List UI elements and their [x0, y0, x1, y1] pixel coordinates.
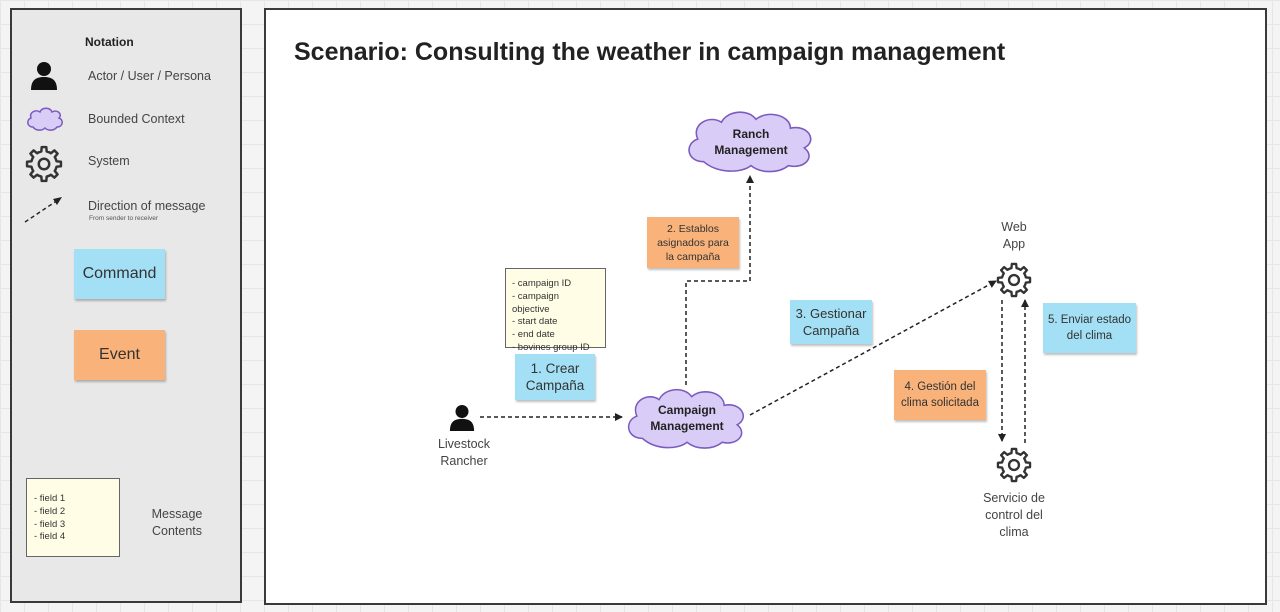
sticky-line: clima solicitada: [901, 397, 979, 409]
sticky-line: la campaña: [665, 250, 721, 263]
legend-message-field: - field 4: [34, 531, 66, 543]
person-icon: [31, 62, 57, 90]
legend-actor-label: Actor / User / Persona: [88, 69, 211, 83]
legend-message-contents-line: Contents: [151, 524, 203, 538]
sticky-line: Campaña: [802, 323, 860, 338]
actor-label-line: Livestock: [437, 437, 491, 451]
web-app-label: Web App: [984, 219, 1044, 253]
legend-message-contents-label: Message Contents: [137, 506, 217, 540]
legend-event-sticky: Event: [74, 330, 165, 380]
arrow-campaign-to-webapp: [749, 280, 997, 416]
ranch-management-line: Management: [714, 142, 788, 157]
sticky-line: 3. Gestionar: [795, 306, 867, 321]
gear-icon: [25, 145, 63, 183]
campaign-management-label: Campaign Management: [627, 403, 747, 434]
web-app-label-line: Web: [1001, 220, 1027, 234]
command-enviar-estado-clima: 5. Enviar estado del clima: [1043, 303, 1136, 353]
command-gestionar-campana: 3. Gestionar Campaña: [790, 300, 872, 344]
command-crear-campana: 1. Crear Campaña: [515, 354, 595, 400]
weather-service-label: Servicio de control del clima: [964, 490, 1064, 541]
sticky-line: Campaña: [525, 378, 585, 393]
weather-service-label-line: control del: [985, 508, 1043, 522]
event-gestion-clima-solicitada: 4. Gestión del clima solicitada: [894, 370, 986, 420]
sticky-line: 2. Establos: [667, 222, 719, 235]
sticky-line: 5. Enviar estado: [1047, 314, 1132, 326]
message-field: - start date: [512, 316, 558, 328]
event-establos-asignados: 2. Establos asignados para la campaña: [647, 217, 739, 268]
message-contents-box: - campaign ID - campaign objective - sta…: [505, 268, 606, 353]
cloud-icon: [688, 111, 812, 173]
ranch-management-label: Ranch Management: [690, 127, 812, 158]
gear-icon: [996, 262, 1032, 298]
sticky-line: asignados para: [657, 236, 729, 249]
gear-icon: [996, 447, 1032, 483]
actor-label: Livestock Rancher: [424, 436, 504, 470]
campaign-management-line: Campaign: [657, 403, 716, 417]
weather-service-label-line: Servicio de: [983, 491, 1045, 505]
sticky-line: 1. Crear: [530, 361, 580, 376]
message-field: - campaign objective: [512, 290, 559, 315]
sticky-line: del clima: [1066, 330, 1113, 342]
legend-direction-sub: From sender to receiver: [89, 215, 158, 222]
legend-message-field: - field 1: [34, 493, 66, 504]
web-app-label-line: App: [1002, 237, 1026, 251]
legend-title: Notation: [85, 35, 134, 49]
message-field: - end date: [512, 329, 555, 341]
legend-message-field: - field 2: [34, 505, 66, 517]
message-field: - bovines group ID: [512, 341, 590, 353]
legend-direction-label: Direction of message: [88, 199, 206, 213]
cloud-icon: [27, 107, 63, 131]
actor-label-line: Rancher: [440, 454, 488, 468]
arrow-campaign-to-ranch: [685, 175, 754, 385]
ranch-management-line: Ranch: [732, 127, 770, 141]
person-icon: [449, 405, 475, 431]
campaign-management-line: Management: [650, 418, 724, 433]
legend-message-box: - field 1 - field 2 - field 3 - field 4: [26, 478, 120, 557]
diagram-title: Scenario: Consulting the weather in camp…: [294, 38, 1006, 66]
legend-message-field: - field 3: [34, 518, 66, 530]
message-field: - campaign ID: [512, 278, 572, 289]
legend-command-sticky: Command: [74, 249, 165, 299]
weather-service-label-line: clima: [999, 525, 1029, 539]
cloud-icon: [628, 388, 744, 449]
legend-system-label: System: [88, 154, 130, 168]
dashed-arrow-icon: [24, 197, 62, 223]
legend-message-contents-line: Message: [151, 507, 203, 521]
legend-bounded-context-label: Bounded Context: [88, 112, 185, 126]
sticky-line: 4. Gestión del: [904, 381, 976, 393]
